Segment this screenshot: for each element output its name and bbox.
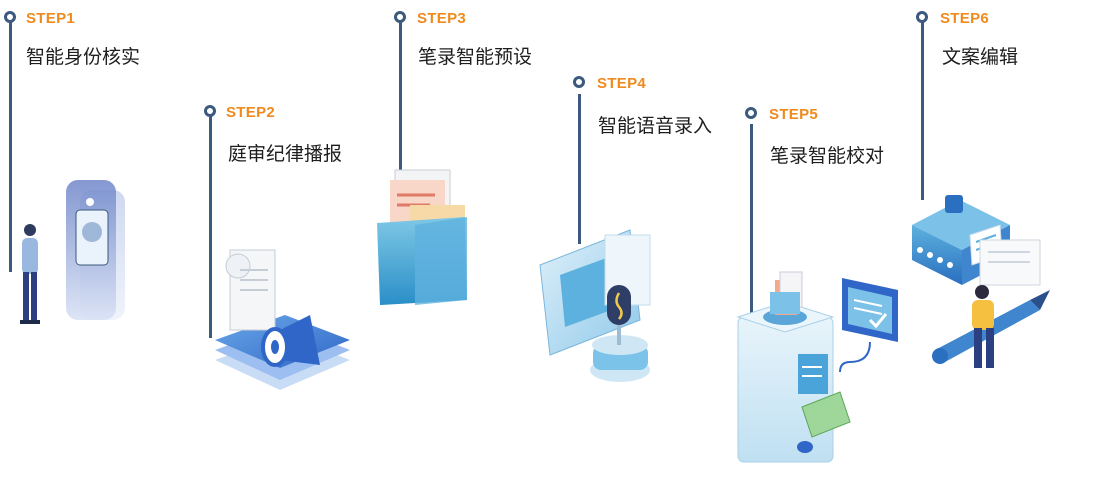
step-3-label: STEP3 [417, 10, 467, 27]
step-6-title: 文案编辑 [942, 46, 1019, 68]
step-5-connector [750, 124, 753, 314]
step-1-label: STEP1 [26, 10, 76, 27]
step-3-node [394, 11, 406, 23]
step-4-node [573, 76, 585, 88]
step-1-node [4, 11, 16, 23]
step-1-title: 智能身份核实 [26, 46, 141, 68]
document-folder-icon [377, 169, 467, 305]
proofreading-machine-icon [736, 271, 898, 463]
step-6-connector [921, 22, 924, 200]
step-5-node [745, 107, 757, 119]
step-2-title: 庭审纪律播报 [228, 143, 343, 165]
step-4-label: STEP4 [597, 75, 647, 92]
step-3-title: 笔录智能预设 [418, 46, 533, 68]
step-6-node [916, 11, 928, 23]
step-2-node [204, 105, 216, 117]
step-4-connector [578, 94, 581, 244]
identity-scan-icon [20, 180, 125, 324]
step-3-connector [399, 22, 402, 190]
step-5-label: STEP5 [769, 106, 819, 123]
microphone-icon [539, 229, 651, 382]
step-4-title: 智能语音录入 [598, 115, 713, 137]
step-6-label: STEP6 [940, 10, 990, 27]
step-1-connector [9, 22, 12, 272]
step-5-title: 笔录智能校对 [770, 145, 885, 167]
typewriter-pen-icon [912, 195, 1050, 368]
megaphone-icon [215, 249, 350, 390]
step-2-connector [209, 116, 212, 338]
step-2-label: STEP2 [226, 104, 276, 121]
